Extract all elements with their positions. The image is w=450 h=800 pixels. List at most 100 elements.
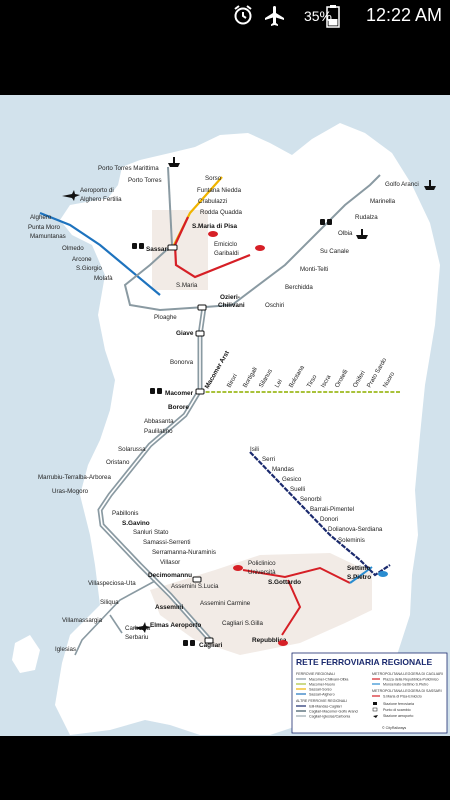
legend-col2-item3-0: Stazione ferroviaria xyxy=(383,702,414,706)
station-cagliari-s-gilla[interactable]: Cagliari S.Gilla xyxy=(222,620,263,627)
legend-col2-item-0: Piazza della Repubblica-Policlinico xyxy=(383,678,439,682)
train-icon xyxy=(183,640,195,646)
station-elmas-aeroporto[interactable]: Elmas Aeroporto xyxy=(150,622,201,629)
station-barrali-pimentel[interactable]: Barrali-Pimentel xyxy=(310,506,354,513)
station-s-maria-di-pisa[interactable]: S.Maria di Pisa xyxy=(192,223,238,230)
station-decimomannu[interactable]: Decimomannu xyxy=(148,572,192,579)
station-olmedo[interactable]: Olmedo xyxy=(62,245,84,252)
station-s-maria[interactable]: S.Maria xyxy=(176,282,198,289)
station-arcone[interactable]: Arcone xyxy=(72,256,92,263)
station-monti-telti[interactable]: Monti-Telti xyxy=(300,266,328,273)
station-ploaghe[interactable]: Ploaghe xyxy=(154,314,177,321)
airplane-icon xyxy=(62,190,80,201)
station-cagliari[interactable]: Cagliari xyxy=(199,642,223,649)
station-lei[interactable]: Lei xyxy=(274,378,284,389)
station-porto-torres-marittima[interactable]: Porto Torres Marittima xyxy=(98,165,159,172)
station-giave[interactable]: Giave xyxy=(176,330,194,337)
line-chilivani-golfo-aranci xyxy=(231,174,381,306)
station-macomer[interactable]: Macomer xyxy=(165,390,194,397)
line-metro-cagliari-blue xyxy=(349,566,373,584)
station-emiciclo[interactable]: Emiciclo xyxy=(214,241,238,248)
battery-percent: 35% xyxy=(303,8,332,24)
station-funtana-niedda[interactable]: Funtana Niedda xyxy=(197,187,242,194)
station-donori[interactable]: Donori xyxy=(320,516,338,523)
metro-icon xyxy=(208,231,218,237)
station-s-gottardo[interactable]: S.Gottardo xyxy=(268,579,301,586)
station-punta-moro[interactable]: Punta Moro xyxy=(28,224,61,231)
station-mamuntanas[interactable]: Mamuntanas xyxy=(30,233,66,240)
station-molafa[interactable]: Molafà xyxy=(94,275,113,282)
station-soleminis[interactable]: Soleminis xyxy=(338,537,365,544)
legend-col1-item2-1: Cagliari-Macomer-Golfo Aranci xyxy=(309,710,358,714)
station-solarussa[interactable]: Solarussa xyxy=(118,446,146,453)
line-metro-cagliari-red xyxy=(242,566,351,636)
legend-col1-item-2: Sassari-Sorso xyxy=(309,688,332,692)
legend-col2-header2: METROPOLITANA LEGGERA DI SASSARI xyxy=(372,689,442,693)
station-assemini-carmine[interactable]: Assemini Carmine xyxy=(200,600,251,607)
station-olbia[interactable]: Olbia xyxy=(338,230,353,237)
ship-icon xyxy=(356,229,368,239)
station-villasor[interactable]: Villasor xyxy=(160,559,180,566)
station-settimo[interactable]: Settimo xyxy=(347,565,371,572)
legend-col1-item-3: Sassari-Alghero xyxy=(309,693,335,697)
station-uras-mogoro[interactable]: Uras-Mogoro xyxy=(52,488,89,495)
station-villaspeciosa-uta[interactable]: Villaspeciosa-Uta xyxy=(88,580,136,587)
station-senorbi[interactable]: Senorbì xyxy=(300,496,322,503)
station-mandas[interactable]: Mandas xyxy=(272,466,294,473)
station-sassari[interactable]: Sassari xyxy=(146,246,169,253)
alarm-clock-icon xyxy=(234,5,252,25)
station-paulilatino[interactable]: Paulilatino xyxy=(144,428,173,435)
station-marrubiu[interactable]: Marrubiu-Terralba-Arborea xyxy=(38,474,111,481)
station-suelli[interactable]: Suelli xyxy=(290,486,305,493)
metro-icon xyxy=(233,565,243,571)
island-sw xyxy=(12,635,40,673)
ship-icon xyxy=(424,180,436,190)
station-pabillonis[interactable]: Pabillonis xyxy=(112,510,138,517)
station-aeroporto-alghero[interactable]: Aeroporto di xyxy=(80,187,114,194)
legend-col1-header2: ALTRE FERROVIE REGIONALI xyxy=(296,699,347,703)
rail-map-view[interactable]: Porto Torres Marittima Porto Torres Aero… xyxy=(0,95,450,736)
station-assemini-s-lucia[interactable]: Assemini S.Lucia xyxy=(171,583,219,590)
station-dolianova-serdiana[interactable]: Dolianova-Serdiana xyxy=(328,526,383,533)
station-policlinico[interactable]: Policlinico xyxy=(248,560,276,567)
station-s-giorgio[interactable]: S.Giorgio xyxy=(76,265,102,272)
station-oristano[interactable]: Oristano xyxy=(106,459,130,466)
station-rudalza[interactable]: Rudalza xyxy=(355,214,378,221)
station-serri[interactable]: Serri xyxy=(262,456,275,463)
station-bonorva[interactable]: Bonorva xyxy=(170,359,194,366)
rail-map[interactable]: Porto Torres Marittima Porto Torres Aero… xyxy=(0,95,450,736)
station-sanluri-stato[interactable]: Sanluri Stato xyxy=(133,529,169,536)
station-villamassargia[interactable]: Villamassargia xyxy=(62,617,103,624)
station-policlinico-2: Università xyxy=(248,569,276,576)
station-iglesias[interactable]: Iglesias xyxy=(55,646,76,653)
station-porto-torres[interactable]: Porto Torres xyxy=(128,177,162,184)
station-golfo-aranci[interactable]: Golfo Aranci xyxy=(385,181,419,188)
station-sorso[interactable]: Sorso xyxy=(205,175,222,182)
station-oschiri[interactable]: Oschiri xyxy=(265,302,284,309)
station-crabulazzi[interactable]: Crabulazzi xyxy=(198,198,227,205)
ship-icon xyxy=(168,157,180,167)
station-repubblica[interactable]: Repubblica xyxy=(252,637,287,644)
station-settimo-2: S.Pietro xyxy=(347,574,371,581)
station-abbasanta[interactable]: Abbasanta xyxy=(144,418,174,425)
station-gesico[interactable]: Gesico xyxy=(282,476,302,483)
station-siliqua[interactable]: Siliqua xyxy=(100,599,119,606)
station-alghero[interactable]: Alghero xyxy=(30,214,52,221)
line-sassari-alghero xyxy=(39,211,161,296)
legend-col2-header: METROPOLITANA LEGGERA DI CAGLIARI xyxy=(372,672,443,676)
station-borore[interactable]: Borore xyxy=(168,404,189,411)
legend-col2-item3-1: Punto di scambio xyxy=(383,708,411,712)
station-isili[interactable]: Isili xyxy=(250,446,259,453)
airplane-mode-icon xyxy=(265,6,284,26)
station-serramanna-nuraminis[interactable]: Serramanna-Nuraminis xyxy=(152,549,216,556)
station-berchidda[interactable]: Berchidda xyxy=(285,284,313,291)
station-su-canale[interactable]: Su Canale xyxy=(320,248,349,255)
station-samassi-serrenti[interactable]: Samassi-Serrenti xyxy=(143,539,190,546)
station-marinella[interactable]: Marinella xyxy=(370,198,396,205)
station-ozieri-chilivani[interactable]: Ozieri- xyxy=(220,294,240,301)
legend-col1-item-0: Macomer-Chilivani-Olbia xyxy=(309,678,348,682)
station-s-gavino[interactable]: S.Gavino xyxy=(122,520,150,527)
station-assemini[interactable]: Assemini xyxy=(155,604,184,611)
station-rodda-quadda[interactable]: Rodda Quadda xyxy=(200,209,243,216)
legend-col1-item2-0: Isili-Mandas-Cagliari xyxy=(309,705,342,709)
